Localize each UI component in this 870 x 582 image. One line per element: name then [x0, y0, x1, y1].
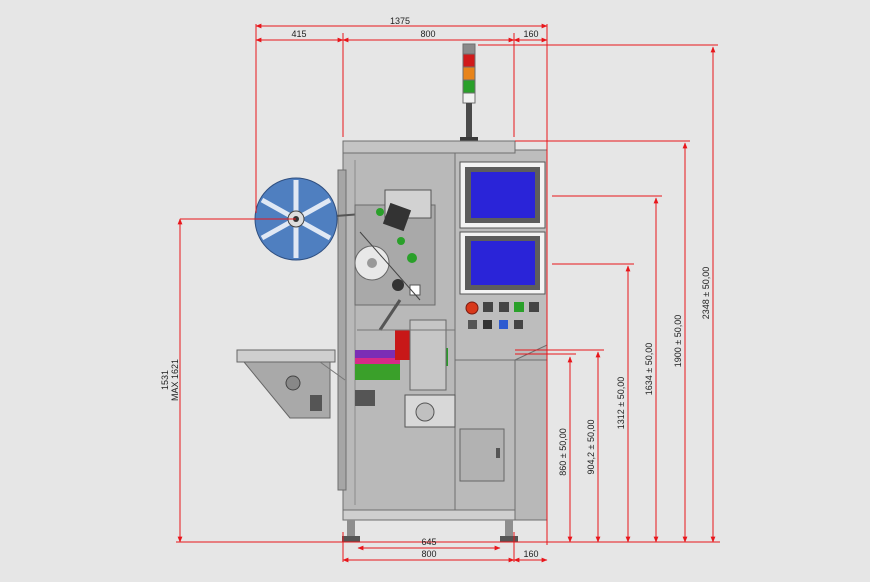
dimension-lines — [176, 23, 720, 563]
dim-height-860: 860 ± 50,00 — [558, 428, 568, 475]
tower-light-red — [462, 53, 476, 68]
dim-height-1634: 1634 ± 50,00 — [644, 343, 654, 395]
control-buttons — [465, 301, 539, 329]
lower-touch-screen — [459, 231, 546, 295]
upper-touch-screen — [459, 161, 546, 229]
leveling-foot-right — [505, 520, 513, 536]
leveling-foot-left — [347, 520, 355, 536]
dim-height-904: 904,2 ± 50,00 — [586, 420, 596, 475]
labeling-mechanism — [354, 189, 456, 428]
emergency-stop-button — [465, 301, 479, 315]
dim-top-total: 1375 — [390, 16, 410, 26]
tower-light-orange — [462, 66, 476, 81]
dim-bottom-right: 160 — [523, 549, 538, 559]
dim-top-right: 160 — [523, 29, 538, 39]
dimension-labels: 1375 415 800 160 645 800 160 1531 MAX 16… — [160, 16, 711, 559]
machine — [236, 43, 548, 542]
dim-left-height: 1531 — [160, 370, 170, 390]
dim-top-left: 415 — [291, 29, 306, 39]
tower-light-green — [462, 79, 476, 94]
dim-height-2348: 2348 ± 50,00 — [701, 267, 711, 319]
dim-left-height-max: MAX 1621 — [170, 359, 180, 401]
dim-bottom-total: 800 — [421, 549, 436, 559]
dim-height-1900: 1900 ± 50,00 — [673, 315, 683, 367]
dim-bottom-mid: 645 — [421, 537, 436, 547]
signal-tower — [460, 43, 478, 142]
side-conveyor — [236, 349, 346, 419]
dim-height-1312: 1312 ± 50,00 — [616, 377, 626, 429]
tower-light-white — [462, 92, 476, 104]
dim-top-mid: 800 — [420, 29, 435, 39]
